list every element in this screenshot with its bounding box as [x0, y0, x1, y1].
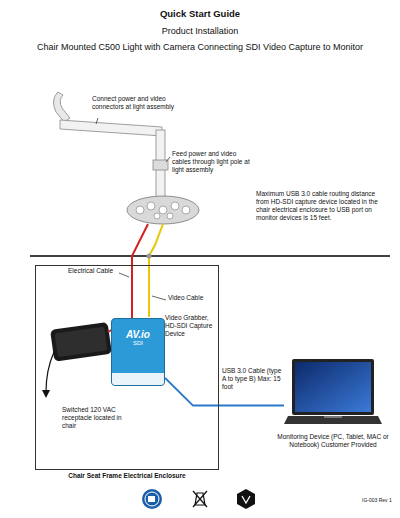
leader-line	[119, 273, 129, 277]
manual-symbol	[148, 496, 155, 502]
cable-label: Electrical Cable	[68, 267, 118, 275]
connector	[147, 254, 152, 259]
power-brick-face	[55, 326, 108, 357]
cable-label: USB 3.0 Cable (type A to type B) Max: 15…	[222, 367, 282, 391]
callout-text: Connect power and video connectors at li…	[92, 95, 187, 111]
manual-symbol	[145, 492, 159, 506]
cord-arrow	[42, 390, 50, 398]
usb-cable	[165, 378, 284, 406]
leader-line	[166, 157, 170, 162]
not-sterile-symbol	[193, 491, 207, 507]
electrical-cable	[132, 224, 148, 322]
laptop: Monitoring Device (PC, Tablet, MAC or No…	[284, 358, 382, 426]
cable-label: Video Cable	[168, 294, 213, 302]
laptop-base	[284, 416, 382, 424]
document-id: IG-003 Rev 1	[362, 497, 394, 503]
package-symbol	[242, 496, 250, 503]
subtitle: Product Installation	[0, 26, 400, 37]
led	[147, 202, 155, 210]
pole-joint	[153, 160, 168, 170]
led	[159, 206, 167, 214]
laptop-frame	[292, 359, 374, 415]
device-strip	[112, 373, 164, 385]
enclosure-box: Chair Seat Frame Electrical EnclosureAV.…	[35, 265, 219, 470]
device-model: SDI	[112, 340, 164, 347]
manual-symbol	[142, 489, 162, 509]
device-label: Video Grabber, HD-SDI Capture Device	[165, 314, 215, 338]
callout-text: Feed power and video cables through ligh…	[172, 150, 254, 174]
callout-text: Maximum USB 3.0 cable routing distance f…	[256, 190, 388, 222]
receptacle-label: Switched 120 VAC receptacle located in c…	[62, 406, 136, 430]
laptop-screen	[295, 362, 371, 412]
led	[154, 213, 160, 219]
chair-line	[30, 255, 390, 257]
led	[182, 206, 190, 214]
led	[167, 213, 173, 219]
leader-line	[96, 118, 98, 124]
light-arm	[60, 120, 162, 136]
enclosure-heading: Chair Seat Frame Electrical Enclosure	[36, 472, 218, 480]
led	[171, 202, 179, 210]
cross	[193, 491, 207, 507]
light-head	[127, 196, 199, 224]
power-brick	[50, 322, 112, 362]
power-supply	[50, 322, 112, 362]
package-symbol	[237, 489, 255, 509]
power-cord	[46, 352, 54, 392]
page-title: Quick Start Guide	[0, 8, 400, 20]
bin	[195, 493, 205, 505]
arm-hook	[53, 92, 70, 122]
video-cable	[149, 224, 163, 317]
device-logo: AV.io	[112, 329, 164, 340]
laptop-trackpad	[324, 416, 342, 418]
monitor-label: Monitoring Device (PC, Tablet, MAC or No…	[274, 433, 392, 449]
led	[136, 206, 144, 214]
subtitle: Chair Mounted C500 Light with Camera Con…	[5, 42, 395, 53]
capture-device: AV.ioSDI	[111, 318, 165, 386]
laptop-drawing	[284, 358, 382, 426]
leader-line	[152, 296, 166, 300]
